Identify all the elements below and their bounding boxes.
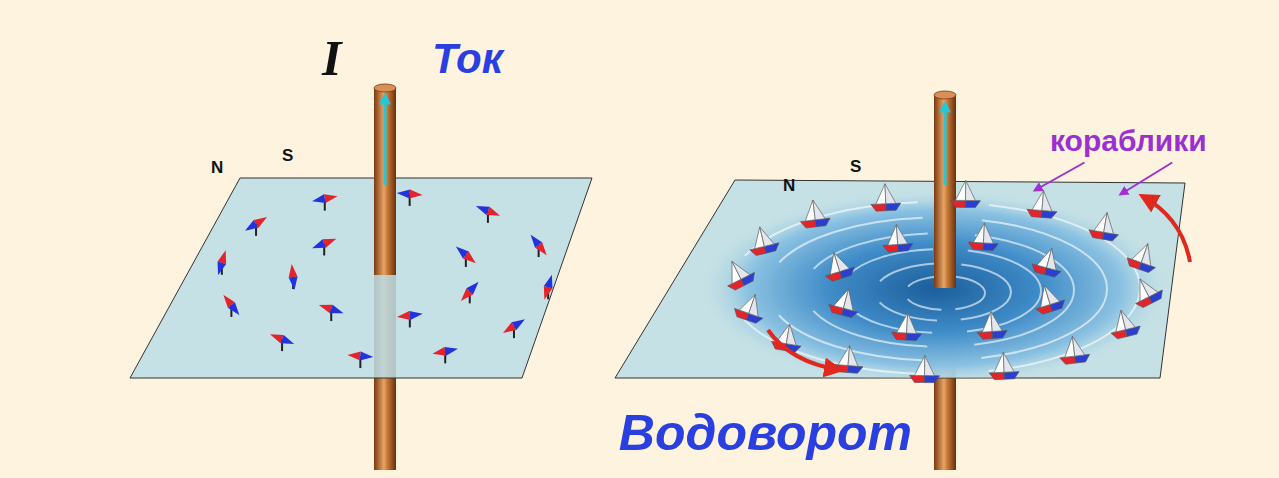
paper-boat	[732, 290, 769, 325]
paper-boat	[719, 255, 758, 293]
wire	[934, 95, 956, 288]
current-arrow	[944, 103, 947, 185]
plane	[130, 178, 592, 378]
paper-boat	[881, 223, 913, 252]
compass-needle	[287, 264, 299, 291]
pole-label: N	[783, 176, 795, 196]
paper-boat	[1106, 307, 1141, 340]
compass-needle	[453, 243, 479, 267]
compass-needle	[501, 315, 528, 338]
wire	[374, 88, 396, 275]
paper-boat	[976, 311, 1008, 340]
paper-boat	[1127, 272, 1166, 310]
compass-needle	[243, 213, 270, 236]
paper-boat	[1058, 334, 1091, 364]
compass-needle	[311, 192, 338, 211]
paper-boat	[950, 180, 980, 207]
current-arrow	[384, 95, 387, 185]
compass-needle	[540, 274, 556, 301]
rotation-arrow	[1142, 196, 1190, 262]
pole-label: N	[211, 158, 223, 178]
paper-boat	[820, 248, 857, 283]
leader-line	[1120, 163, 1172, 195]
paper-boat	[827, 285, 863, 319]
rotation-arrow	[768, 330, 840, 370]
paper-boat	[909, 355, 939, 382]
paper-boat	[798, 198, 831, 228]
paper-boat	[1030, 245, 1066, 279]
panel-title: Водоворот	[619, 405, 912, 463]
current-symbol: I	[322, 30, 341, 88]
paper-boat	[891, 312, 922, 341]
compass-needle	[432, 344, 459, 363]
paper-boat	[1030, 281, 1067, 316]
wire-end	[934, 91, 956, 99]
compass-needle	[214, 249, 230, 276]
paper-boat	[968, 222, 999, 251]
compass-needle	[310, 234, 337, 255]
wire-end	[374, 84, 396, 92]
compass-needle	[268, 330, 295, 351]
compass-needle	[527, 232, 550, 258]
compass-needle	[396, 309, 423, 327]
paper-boat	[1088, 210, 1122, 242]
leader-line	[1034, 163, 1084, 191]
paper-boat	[988, 352, 1019, 380]
pole-label: S	[850, 157, 861, 177]
compass-needle	[396, 188, 423, 205]
paper-boat	[745, 223, 780, 256]
callout-label: кораблики	[1050, 124, 1207, 159]
panel-title: Ток	[432, 35, 503, 83]
compass-needle	[458, 279, 482, 304]
paper-boat	[1125, 239, 1162, 274]
compass-needle	[317, 301, 345, 321]
paper-boat	[870, 183, 901, 211]
compass-needle	[220, 292, 243, 318]
paper-boat	[1026, 189, 1058, 218]
compass-needle	[474, 202, 501, 223]
compass-needle	[347, 351, 374, 368]
pole-label: S	[282, 146, 293, 166]
